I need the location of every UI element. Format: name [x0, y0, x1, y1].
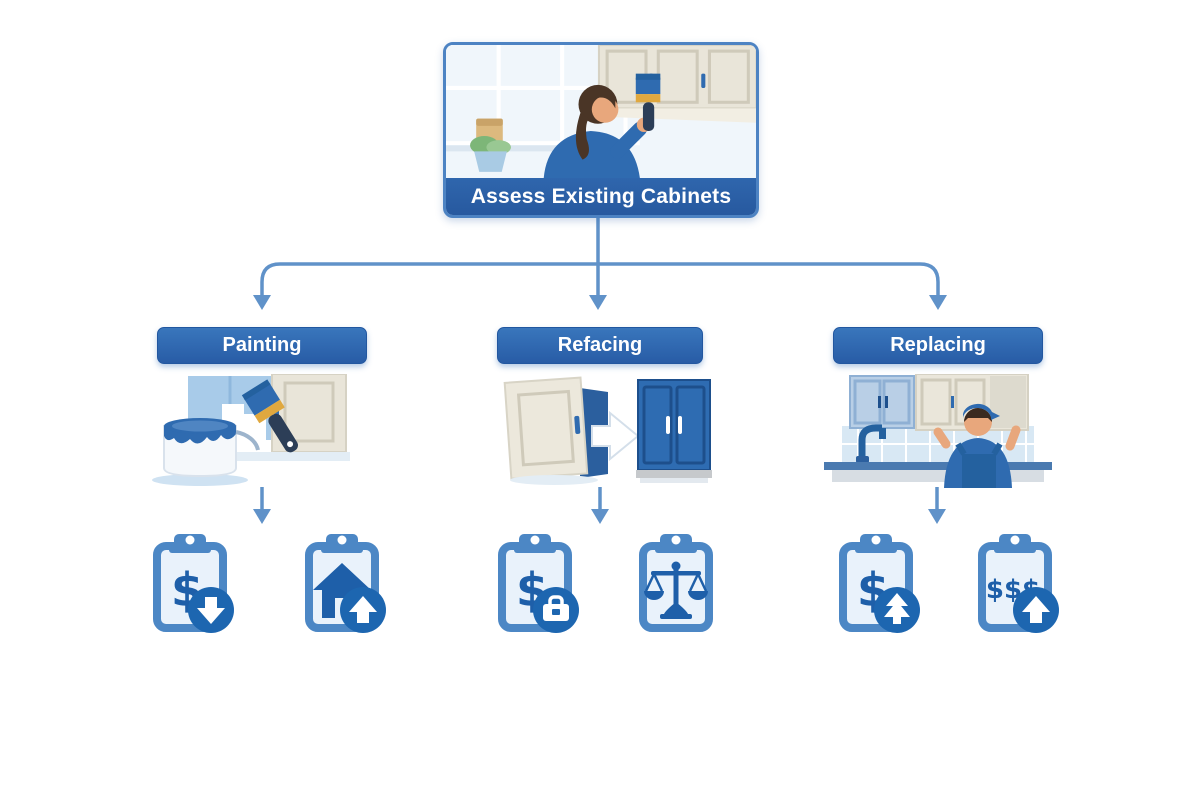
double-up-arrow-badge — [874, 587, 920, 633]
clipboard-cost-down-icon: $ — [147, 530, 237, 636]
wall-cabinets — [849, 374, 1029, 431]
up-arrow-badge — [1013, 587, 1059, 633]
painting-illustration — [148, 374, 376, 488]
new-blue-cabinet — [636, 379, 712, 483]
arrowhead-replacing-outcomes — [928, 509, 946, 524]
arrowhead-to-painting — [253, 295, 271, 310]
arrowhead-refacing-outcomes — [591, 509, 609, 524]
branch-label-replacing: Replacing — [833, 327, 1043, 364]
paint-brush — [241, 379, 298, 453]
connector-horizontal-rail — [260, 262, 940, 297]
upper-cabinets — [597, 45, 756, 123]
right-arrow — [591, 410, 640, 462]
arrowhead-to-refacing — [589, 295, 607, 310]
worker-figure — [933, 403, 1021, 488]
clipboard-home-value-up-icon — [299, 530, 389, 636]
up-arrow-badge — [340, 587, 386, 633]
down-arrow-badge — [188, 587, 234, 633]
clipboard-cost-rising-icon: $ — [833, 530, 923, 636]
briefcase-badge — [533, 587, 579, 633]
paint-can — [152, 418, 260, 486]
refacing-illustration — [488, 374, 712, 488]
faucet — [856, 424, 886, 463]
woman-figure — [543, 84, 652, 178]
clipboard-balance-scales-icon — [633, 530, 723, 636]
scales-glyph — [644, 561, 708, 619]
clipboard-cost-briefcase-icon: $ — [492, 530, 582, 636]
woman-painting-cabinets-illustration — [446, 45, 756, 178]
root-node-assess-existing-cabinets: Assess Existing Cabinets — [443, 42, 759, 218]
arrowhead-painting-outcomes — [253, 509, 271, 524]
branch-label-painting: Painting — [157, 327, 367, 364]
root-node-label: Assess Existing Cabinets — [446, 178, 756, 215]
replacing-illustration — [824, 374, 1052, 488]
arrowhead-to-replacing — [929, 295, 947, 310]
branch-label-refacing: Refacing — [497, 327, 703, 364]
paint-brush — [635, 73, 661, 131]
clipboard-high-cost-up-icon: $$$ — [972, 530, 1062, 636]
